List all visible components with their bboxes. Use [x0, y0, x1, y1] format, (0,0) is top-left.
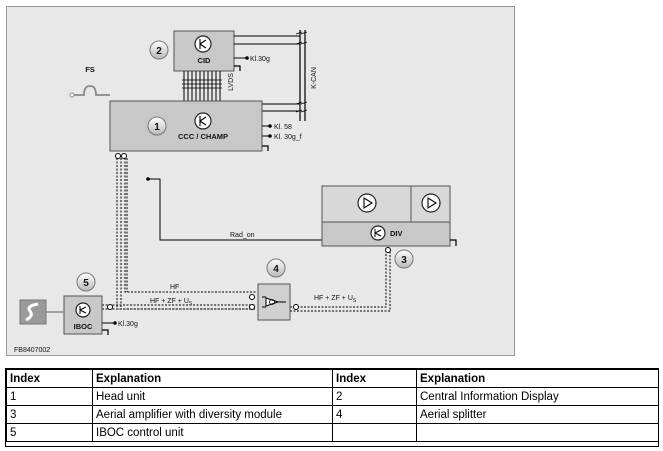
iboc-unit: IBOC	[63, 295, 103, 335]
cid-kl30g-label: Kl.30g	[250, 56, 270, 63]
svg-text:2: 2	[156, 46, 162, 57]
table-cell: Head unit	[92, 387, 333, 406]
table-cell: 3	[6, 405, 93, 424]
lvds-bundle: LVDS	[182, 71, 235, 101]
hf-zf-us-right-label: HF + ZF + US	[314, 295, 357, 304]
header-explanation: Explanation	[92, 369, 333, 388]
callout-3: 3	[394, 249, 414, 269]
cid-unit: CID	[173, 30, 235, 72]
header-index: Index	[332, 369, 417, 388]
cid-label: CID	[198, 56, 212, 65]
svg-text:4: 4	[273, 264, 279, 275]
svg-text:FS: FS	[85, 65, 95, 74]
svg-text:5: 5	[83, 278, 89, 289]
header-index: Index	[6, 369, 93, 388]
head-unit: CCC / CHAMP	[109, 100, 263, 152]
iboc-label: IBOC	[74, 322, 93, 331]
satellite-radio-icon	[19, 299, 64, 325]
kl58-label: Kl. 58	[274, 124, 292, 131]
kcan-label: K-CAN	[311, 67, 318, 89]
div-unit: DIV	[321, 185, 457, 247]
callout-4: 4	[266, 258, 286, 278]
table-row: 1 Head unit 2 Central Information Displa…	[6, 387, 659, 406]
div-label: DIV	[390, 229, 403, 238]
figure-id: FB8407002	[14, 347, 50, 354]
table-header-row: Index Explanation Index Explanation	[6, 369, 659, 388]
svg-text:Rad_on: Rad_on	[230, 232, 255, 239]
lvds-label: LVDS	[228, 73, 235, 91]
aerial-splitter	[257, 283, 291, 321]
table-cell: Aerial amplifier with diversity module	[92, 405, 333, 424]
table-cell	[332, 423, 417, 442]
svg-text:3: 3	[401, 255, 407, 266]
callout-1: 1	[147, 116, 167, 136]
table-cell: 2	[332, 387, 417, 406]
table-cell: 5	[6, 423, 93, 442]
kl30gf-label: Kl. 30g_f	[274, 134, 302, 141]
table-row: 3 Aerial amplifier with diversity module…	[6, 405, 659, 424]
rad-on-line: Rad_on	[146, 177, 322, 241]
table-cell: IBOC control unit	[92, 423, 333, 442]
kcan-bus: K-CAN	[234, 30, 318, 121]
table-cell: 4	[332, 405, 417, 424]
legend-table: Index Explanation Index Explanation 1 He…	[6, 369, 659, 442]
fs-sensor: FS	[69, 65, 110, 98]
table-cell	[416, 423, 659, 442]
hf-zf-us-left-label: HF + ZF + US	[150, 298, 193, 307]
hf-label: HF	[170, 284, 179, 291]
table-row: 5 IBOC control unit	[6, 423, 659, 442]
table-cell: 1	[6, 387, 93, 406]
coax-lines	[102, 153, 391, 312]
wiring-diagram: CID 2 Kl.30g K-CAN LVDS FS CCC / CHAMP	[6, 6, 515, 356]
header-explanation: Explanation	[416, 369, 659, 388]
svg-text:1: 1	[154, 122, 160, 133]
table-cell: Central Information Display	[416, 387, 659, 406]
ccc-label: CCC / CHAMP	[178, 132, 228, 141]
iboc-kl30g-label: Kl.30g	[118, 321, 138, 328]
callout-2: 2	[149, 40, 169, 60]
callout-5: 5	[76, 272, 96, 292]
table-cell: Aerial splitter	[416, 405, 659, 424]
